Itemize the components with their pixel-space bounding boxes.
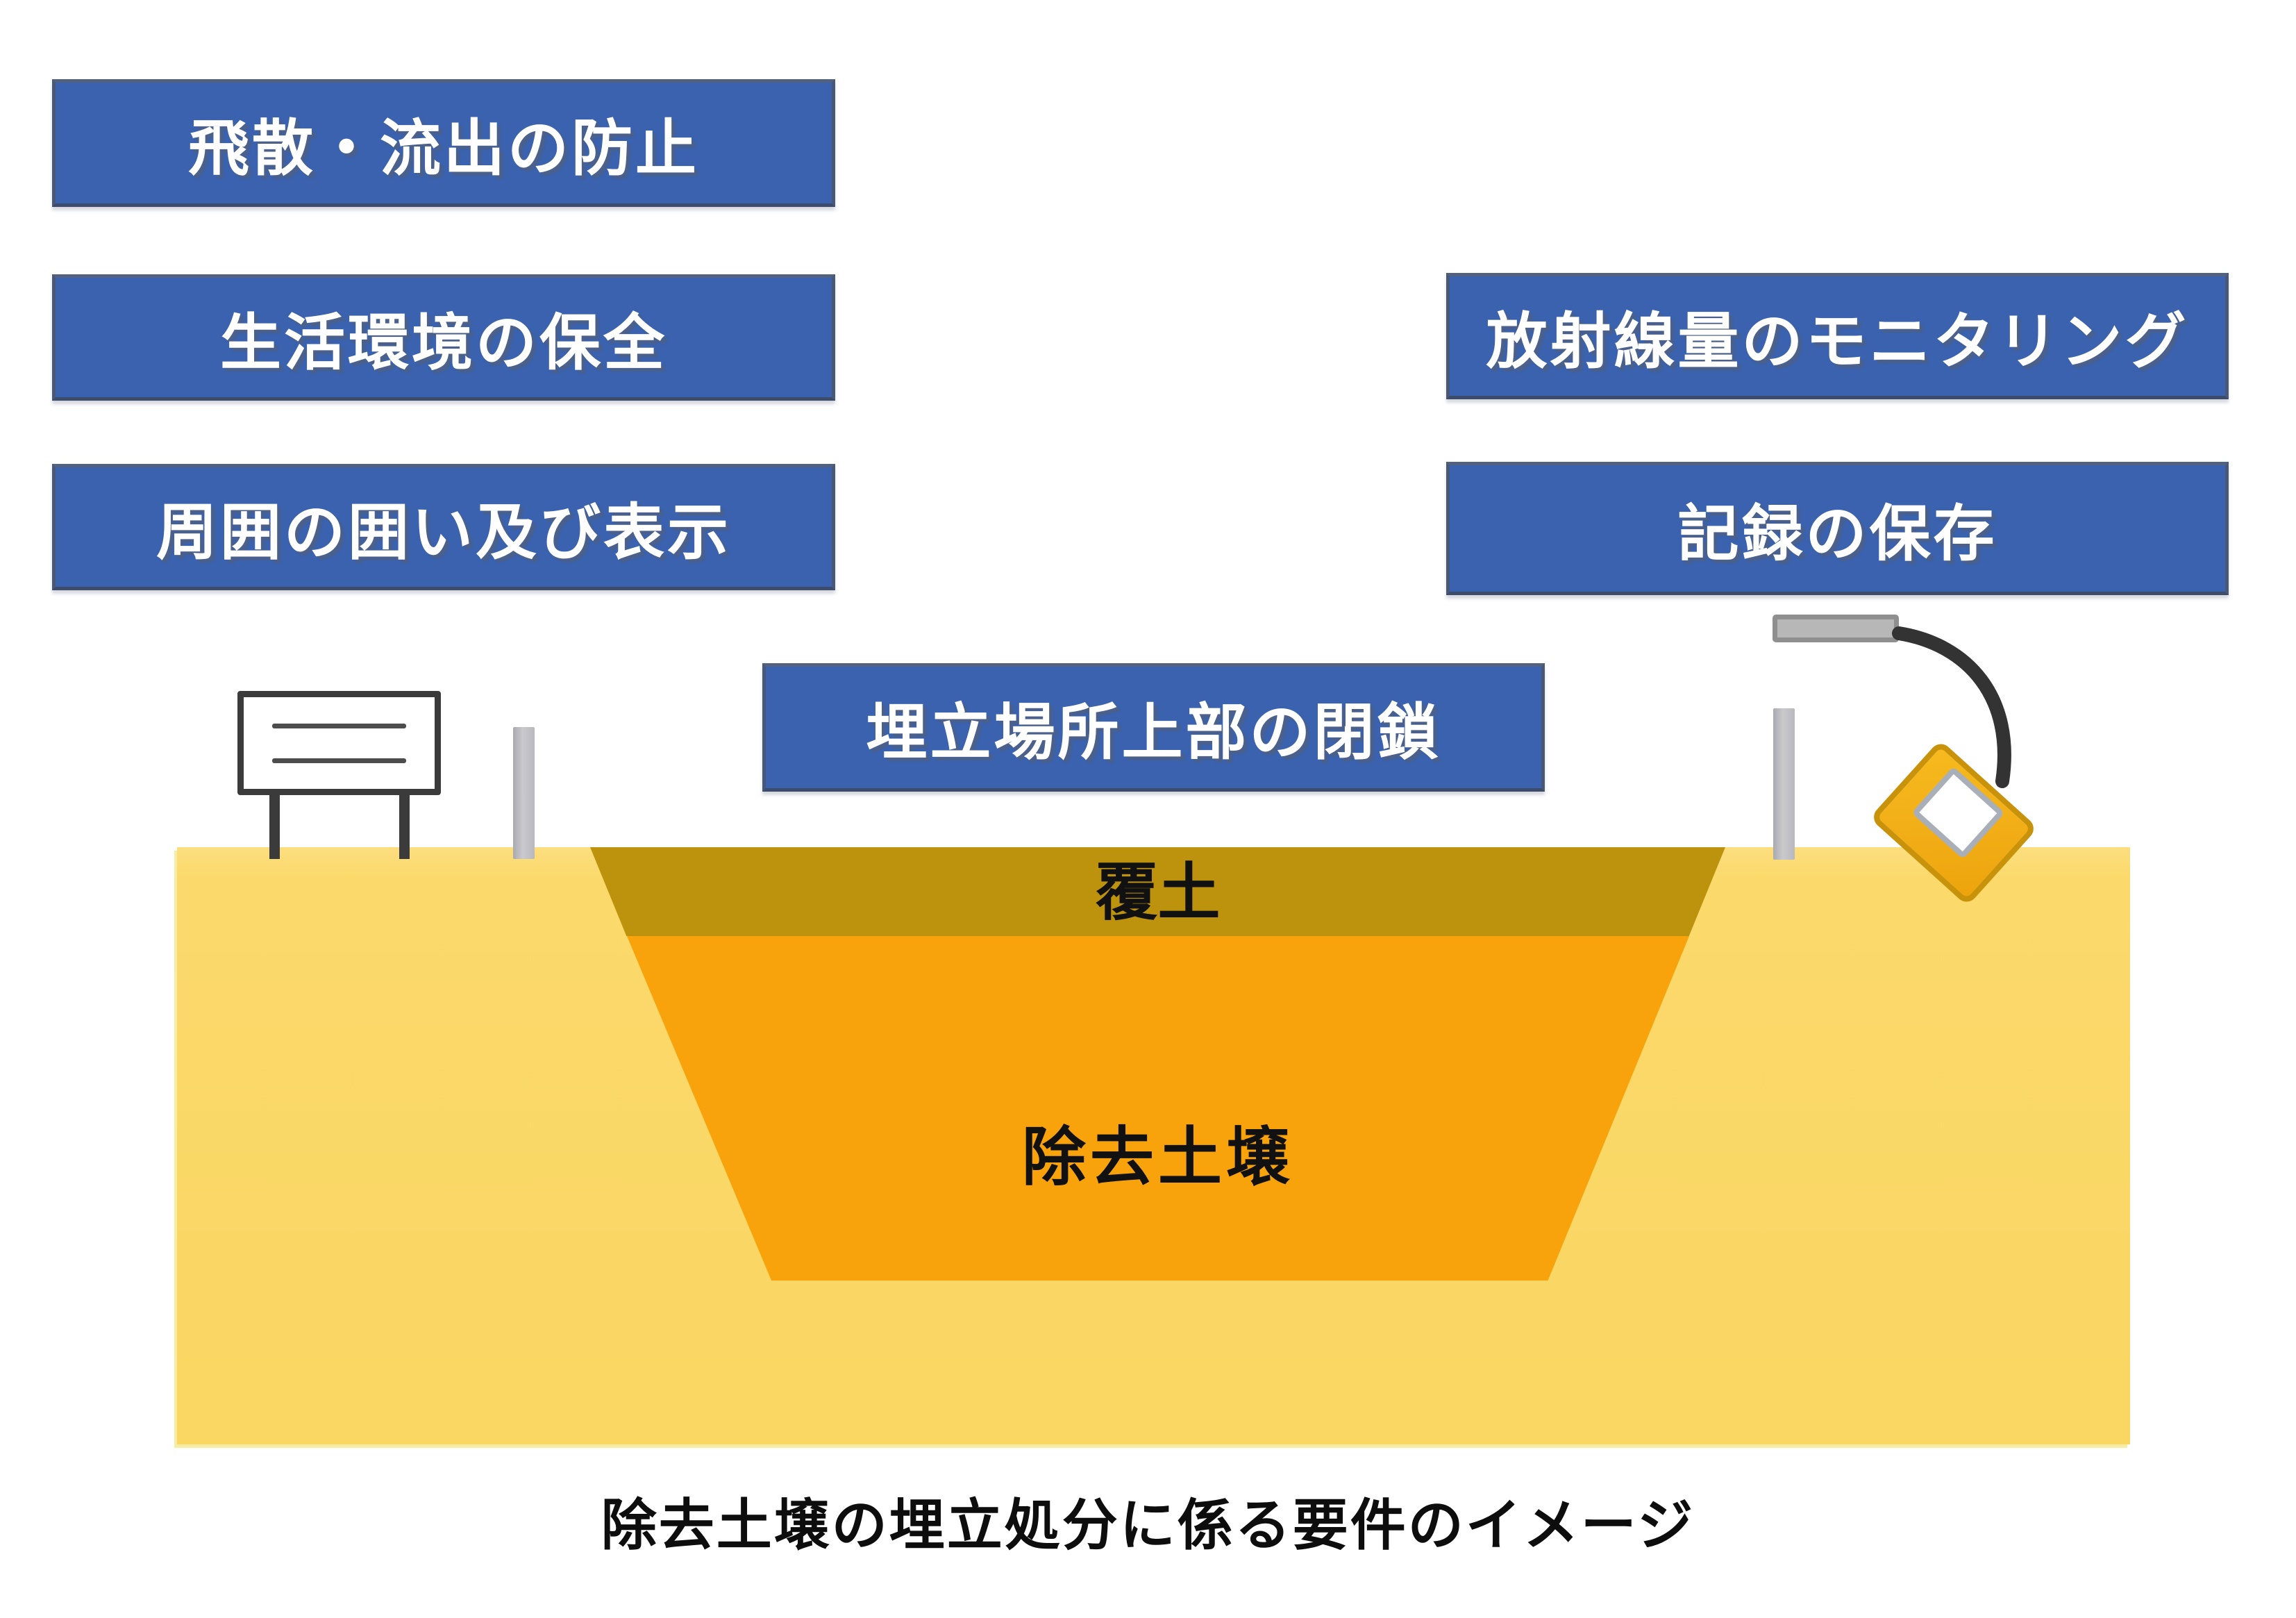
sign-leg — [269, 794, 280, 859]
removed-soil-label: 除去土壌 — [1021, 1122, 1294, 1193]
cover-soil-label: 覆土 — [1095, 858, 1221, 928]
diagram-caption: 除去土壌の埋立処分に係る要件のイメージ — [601, 1494, 1695, 1556]
label-box-living-environment: 生活環境の保全 — [52, 274, 835, 401]
label-living-environment-text: 生活環境の保全 — [219, 308, 667, 377]
label-box-record-keeping: 記録の保存 — [1446, 462, 2229, 595]
label-radiation-monitoring-text: 放射線量のモニタリング — [1486, 306, 2189, 376]
cover-soil-band — [590, 847, 1725, 936]
fence-post-right — [1773, 708, 1795, 860]
label-enclosure-display-text: 周囲の囲い及び表示 — [156, 497, 731, 567]
sign-text-line — [272, 758, 406, 763]
monitor-cable — [1892, 626, 2011, 788]
label-box-scatter-prevention: 飛散・流出の防止 — [52, 79, 835, 207]
sign-board-face — [237, 691, 441, 795]
label-box-enclosure-display: 周囲の囲い及び表示 — [52, 464, 835, 590]
label-record-keeping-text: 記録の保存 — [1677, 499, 1997, 568]
fence-post-left — [513, 727, 535, 859]
label-box-landfill-closure: 埋立場所上部の閉鎖 — [762, 663, 1545, 792]
label-scatter-prevention-text: 飛散・流出の防止 — [187, 113, 699, 183]
label-box-radiation-monitoring: 放射線量のモニタリング — [1446, 273, 2229, 399]
sign-text-line — [272, 724, 406, 728]
monitor-arm-bar — [1773, 615, 1899, 642]
label-landfill-closure-text: 埋立場所上部の閉鎖 — [866, 698, 1441, 767]
sign-leg — [399, 794, 410, 859]
removed-soil-body — [627, 936, 1689, 1281]
